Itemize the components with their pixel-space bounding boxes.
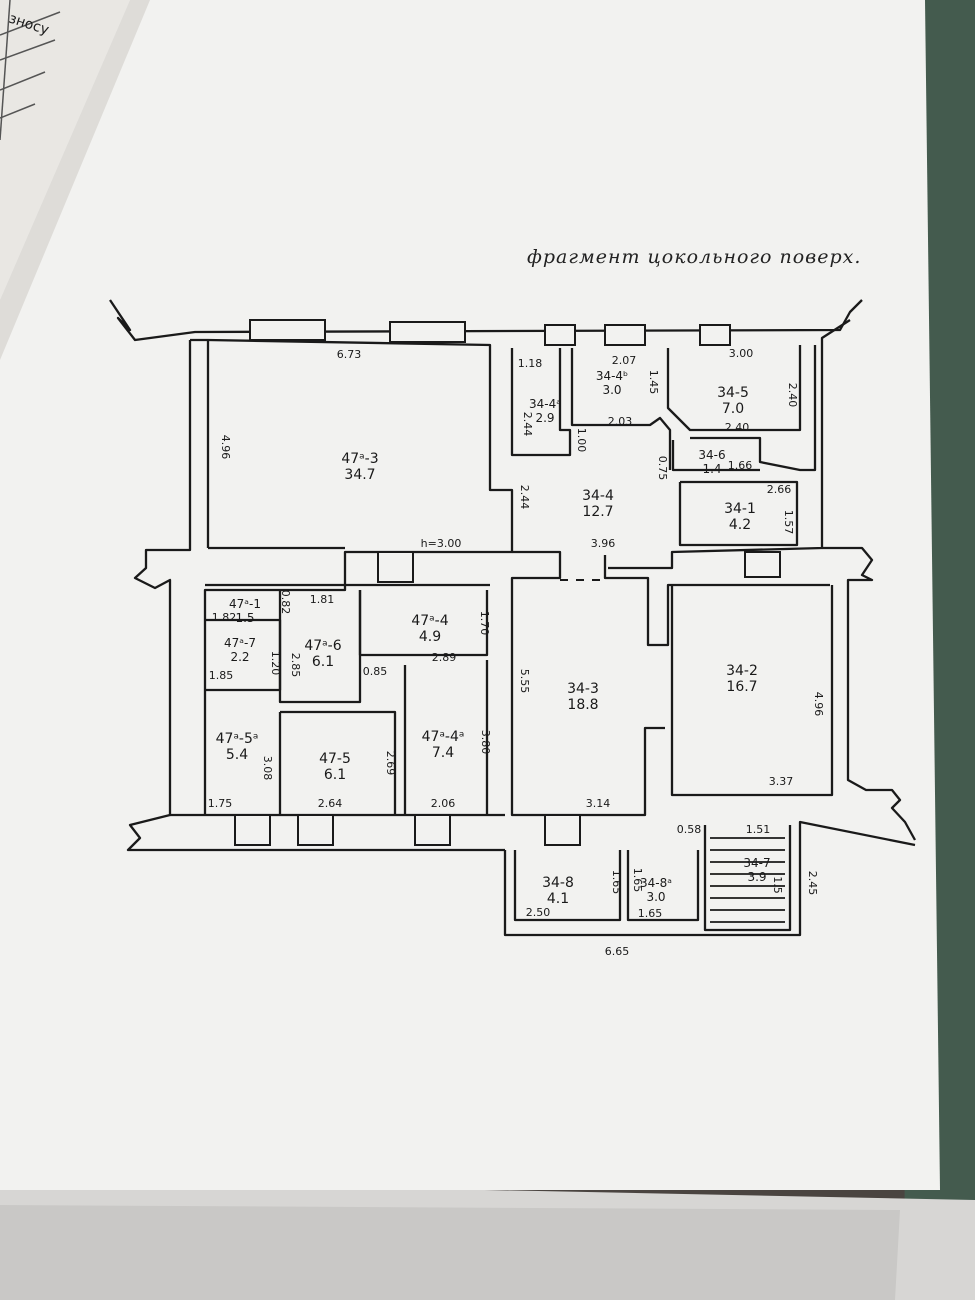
dimension-label: 2.89 — [432, 651, 457, 664]
dimension-label: 2.44 — [521, 412, 534, 437]
room-area-47a-4: 4.9 — [419, 629, 441, 645]
dimension-label: 4.96 — [219, 435, 232, 460]
corner-form-grid — [0, 0, 61, 141]
dimension-label: 0.85 — [363, 665, 388, 678]
room-label-34-2: 34-2 — [726, 663, 758, 679]
plastic-sleeve — [0, 1205, 900, 1300]
room-area-47a-5a: 5.4 — [226, 747, 248, 763]
dimension-label: 6.73 — [337, 348, 362, 361]
room-label-34-4b: 34-4ᵇ — [596, 369, 628, 383]
dimension-label: 2.69 — [384, 751, 397, 776]
room-area-47-5: 6.1 — [324, 767, 346, 783]
room-area-34-4b: 3.0 — [602, 383, 621, 397]
dimension-label: 2.40 — [725, 421, 750, 434]
floor-plan — [109, 299, 917, 937]
dimension-label: 0.58 — [677, 823, 702, 836]
room-label-47a-5a: 47ᵃ-5ᵃ — [216, 731, 259, 747]
room-label-47a-4: 47ᵃ-4 — [411, 613, 448, 629]
top-break-line — [109, 299, 863, 342]
room-area-34-3: 18.8 — [567, 697, 598, 713]
dimension-label: 2.45 — [806, 871, 819, 896]
west-wall — [126, 340, 505, 852]
dimension-label: 0.75 — [656, 456, 669, 481]
room-area-34-6: 1.4 — [702, 462, 721, 476]
stairs — [710, 837, 785, 923]
room-area-47a-6: 6.1 — [312, 654, 334, 670]
dimension-label: 2.40 — [786, 383, 799, 408]
room-label-47a-1: 47ᵃ-1 — [229, 597, 261, 611]
dimension-label: 1.82 — [212, 611, 237, 624]
room-area-34-4: 12.7 — [582, 504, 613, 520]
room-label-34-7: 34-7 — [743, 856, 770, 870]
dimension-label: 2.66 — [767, 483, 792, 496]
dimension-label: 2.44 — [518, 485, 531, 510]
dimension-label: 1.81 — [310, 593, 335, 606]
dimension-label: h=3.00 — [421, 537, 462, 550]
dimension-label: 3.00 — [729, 347, 754, 360]
room-area-47a-4a: 7.4 — [432, 745, 454, 761]
room-label-34-8a: 34-8ᵃ — [640, 876, 672, 890]
room-label-34-4: 34-4 — [582, 488, 614, 504]
dimension-label: 3.80 — [479, 730, 492, 755]
dimension-label: 2.85 — [289, 653, 302, 678]
dimension-label: 1.65 — [631, 868, 644, 893]
dimension-label: 2.64 — [318, 797, 343, 810]
room-label-47a-7: 47ᵃ-7 — [224, 636, 256, 650]
sheet-fold-shadow — [0, 0, 150, 360]
room-area-47a-3: 34.7 — [344, 467, 375, 483]
dimension-label: 0.82 — [279, 590, 292, 615]
room-area-47a-1: 1.5 — [235, 611, 254, 625]
room-label-34-3: 34-3 — [567, 681, 599, 697]
dimension-label: 1.51 — [746, 823, 771, 836]
dimension-label: 1.66 — [728, 459, 753, 472]
dimension-label: 1.85 — [209, 669, 234, 682]
room-label-34-4a: 34-4ᵃ — [529, 397, 561, 411]
room-label-47a-3: 47ᵃ-3 — [341, 451, 378, 467]
dimension-label: 3.14 — [586, 797, 611, 810]
dimension-label: 6.65 — [605, 945, 630, 958]
room-label-34-8: 34-8 — [542, 875, 574, 891]
windows — [234, 319, 781, 846]
room-area-34-1: 4.2 — [729, 517, 751, 533]
dimension-label: 4.96 — [812, 692, 825, 717]
dimension-label: 2.03 — [608, 415, 633, 428]
dimension-label: 2.07 — [612, 354, 637, 367]
plan-title: фрагмент цокольного поверх. — [527, 246, 861, 268]
room-label-47a-6: 47ᵃ-6 — [304, 638, 341, 654]
room-label-34-5: 34-5 — [717, 385, 749, 401]
dimension-label: 3.08 — [261, 756, 274, 781]
room-label-34-1: 34-1 — [724, 501, 756, 517]
room-label-34-6: 34-6 — [698, 448, 725, 462]
paper-sheet — [0, 0, 940, 1190]
dimension-label: 1.45 — [647, 370, 660, 395]
dimension-label: 1.75 — [208, 797, 233, 810]
room-area-34-2: 16.7 — [726, 679, 757, 695]
room-area-47a-7: 2.2 — [230, 650, 249, 664]
dimension-label: 1.70 — [478, 611, 491, 636]
dimension-label: 1.57 — [782, 510, 795, 535]
room-area-34-4a: 2.9 — [535, 411, 554, 425]
room-area-34-8: 4.1 — [547, 891, 569, 907]
dimension-labels: 6.73 4.96 1.18 2.07 1.45 3.00 2.44 1.00 2.03 2.40… — [208, 347, 825, 958]
dimension-label: 2.06 — [431, 797, 456, 810]
dimension-label: 1.5 — [771, 876, 784, 894]
room-label-47a-4a: 47ᵃ-4ᵃ — [422, 729, 465, 745]
dimension-label: 3.37 — [769, 775, 794, 788]
dimension-label: 3.96 — [591, 537, 616, 550]
dimension-label: 1.18 — [518, 357, 543, 370]
room-area-34-7: 3.9 — [747, 870, 766, 884]
dimension-label: 2.50 — [526, 906, 551, 919]
room-label-47-5: 47-5 — [319, 751, 351, 767]
dimension-label: 1.20 — [269, 651, 282, 676]
room-area-34-8a: 3.0 — [646, 890, 665, 904]
dashed-partitions — [300, 490, 673, 710]
dimension-label: 1.65 — [610, 870, 623, 895]
dimension-label: 5.55 — [518, 669, 531, 694]
dimension-label: 1.65 — [638, 907, 663, 920]
room-area-34-5: 7.0 — [722, 401, 744, 417]
dimension-label: 1.00 — [575, 428, 588, 453]
